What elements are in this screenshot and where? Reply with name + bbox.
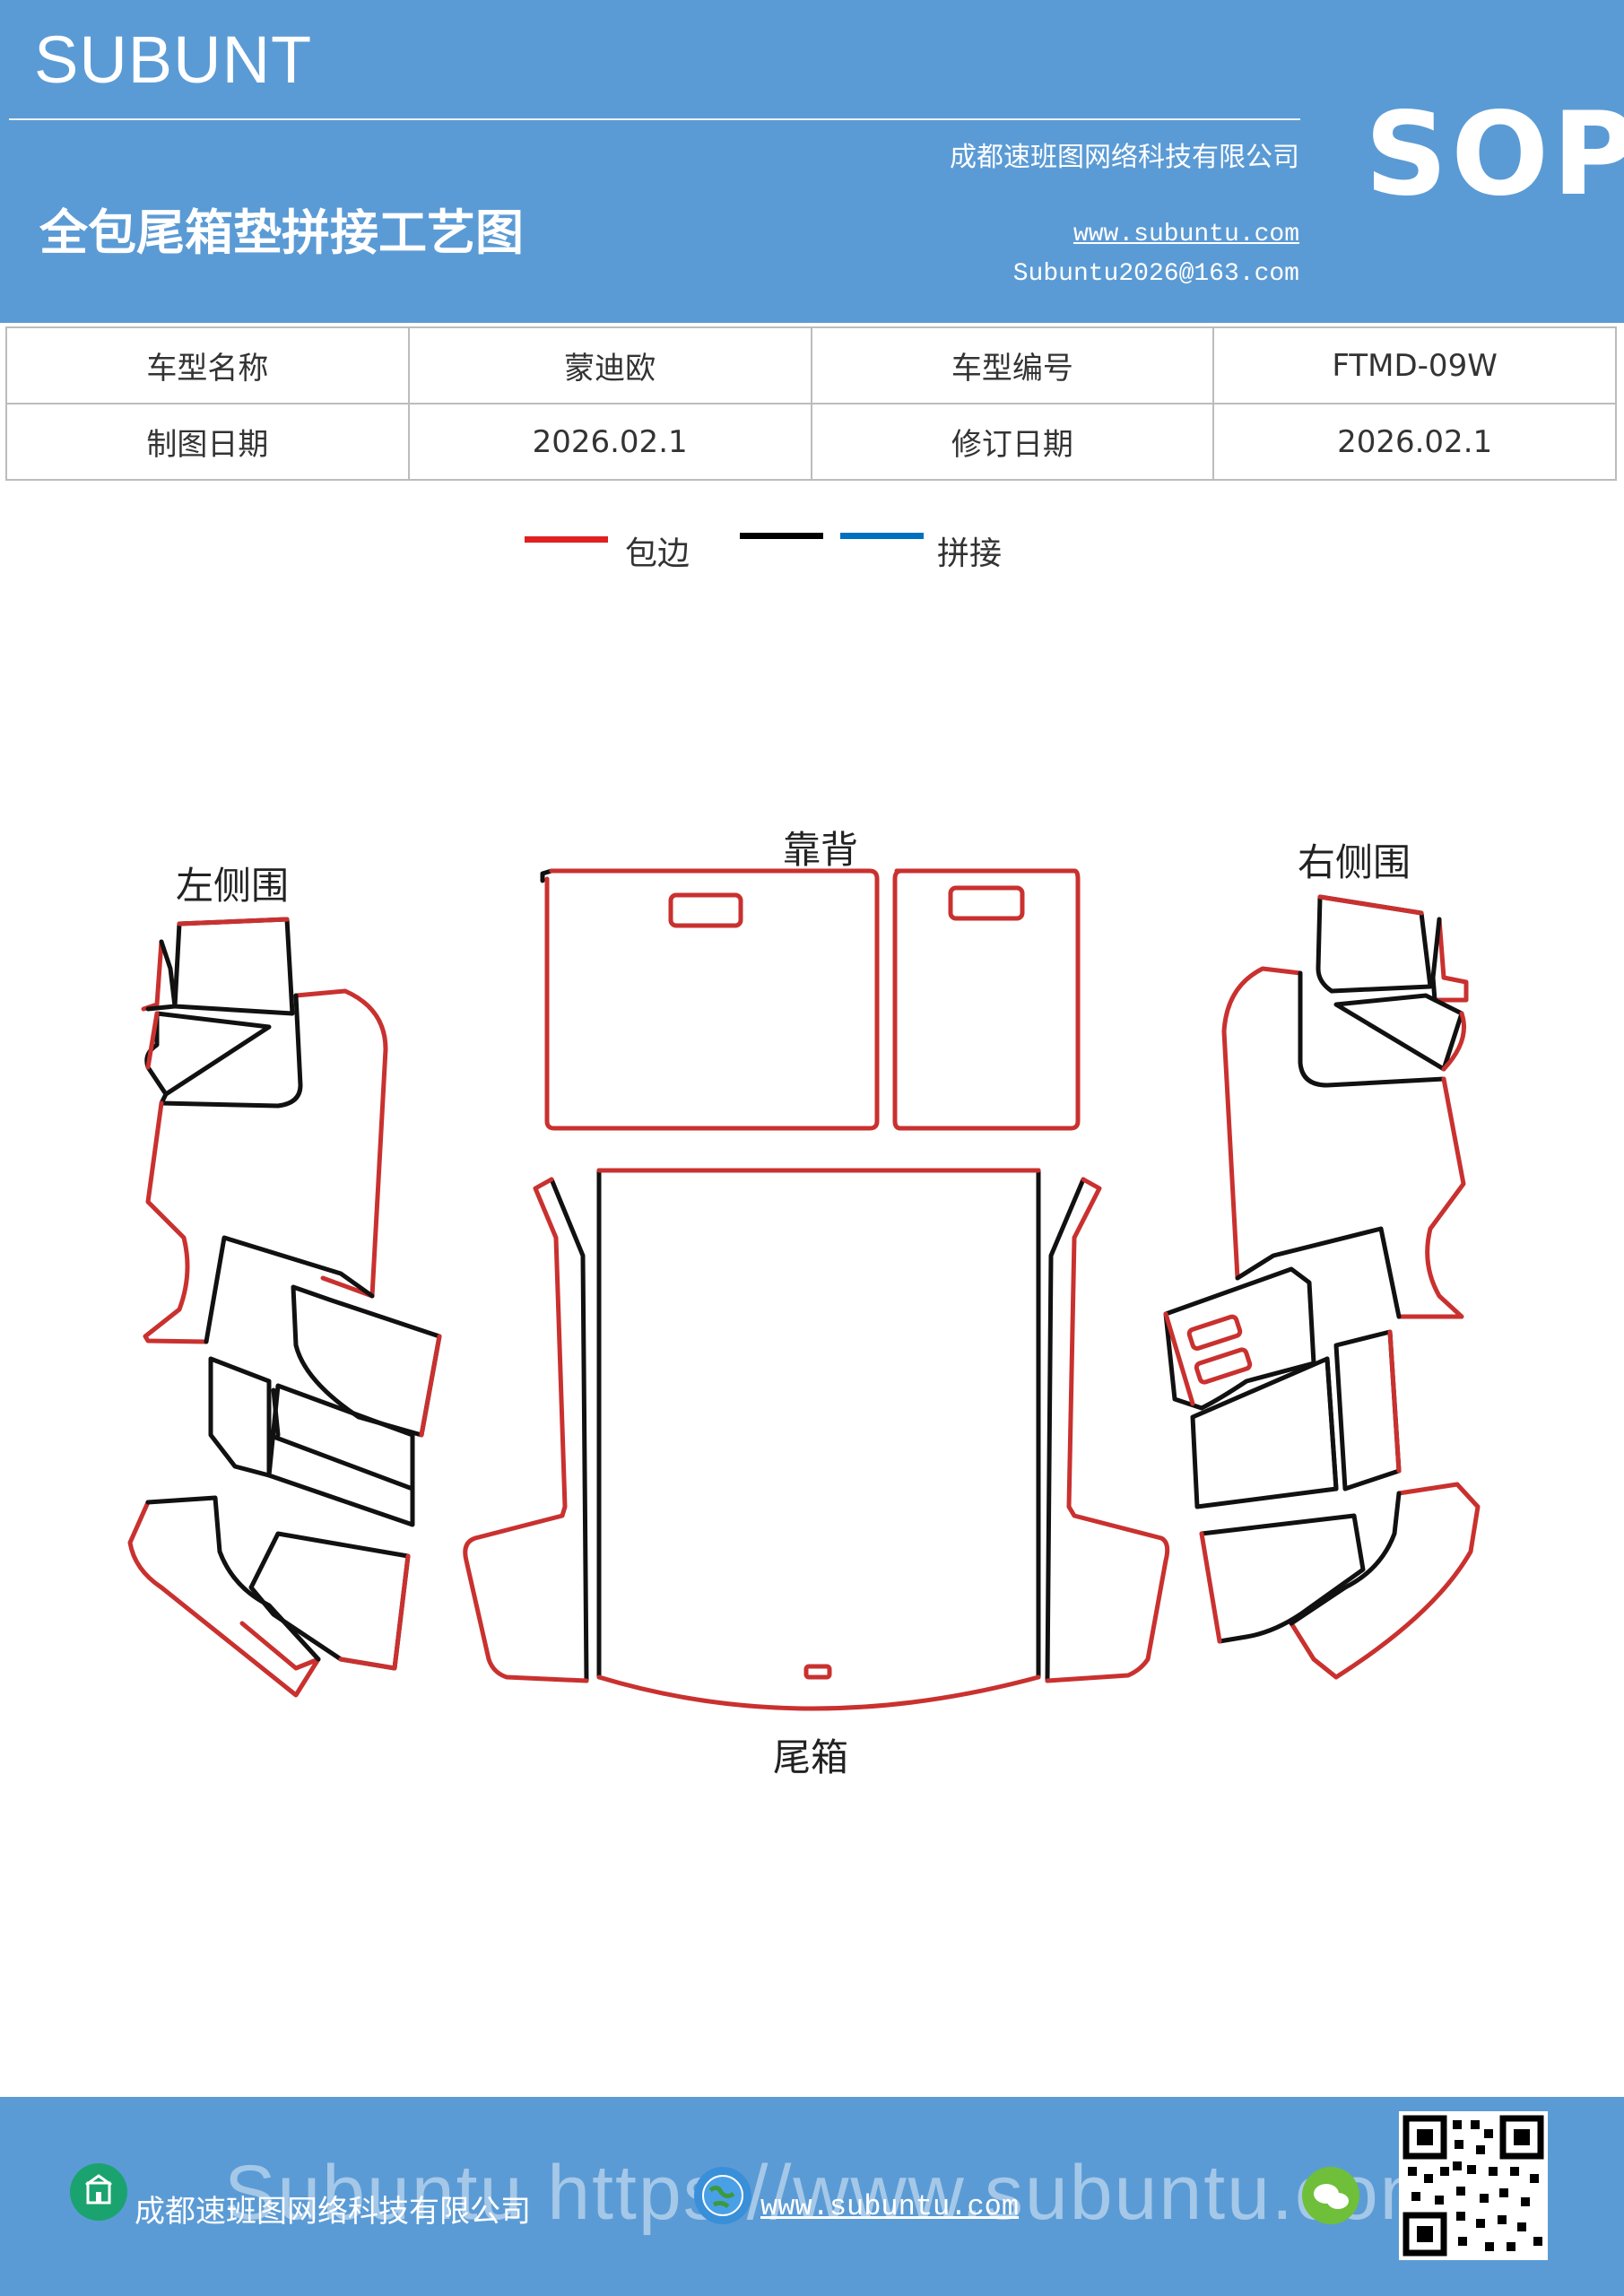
legend-seam-line [740,533,823,539]
footer-company-name: 成都速班图网络科技有限公司 [135,2194,531,2230]
brand-logo: SUBUNT [34,22,313,97]
legend: 包边 拼接 [525,520,1152,574]
revision-date-value: 2026.02.1 [1212,403,1617,481]
trunk-mat-diagram: 左侧围 靠背 右侧围 尾箱 [0,807,1624,1794]
right-side-pieces [1163,894,1481,1680]
trunk-label: 尾箱 [773,1735,849,1779]
table-row: 车型名称 蒙迪欧 车型编号 FTMD-09W [5,326,1617,404]
model-code-label: 车型编号 [810,326,1215,404]
wechat-icon [1302,2167,1359,2224]
page-title: 全包尾箱垫拼接工艺图 [39,204,524,261]
right-side-label: 右侧围 [1298,840,1411,884]
table-row: 制图日期 2026.02.1 修订日期 2026.02.1 [5,403,1617,481]
model-code-value: FTMD-09W [1212,326,1617,404]
header-banner: SUBUNT 全包尾箱垫拼接工艺图 成都速班图网络科技有限公司 www.subu… [0,0,1624,323]
draw-date-label: 制图日期 [5,403,410,481]
trunk-left-wing [463,1177,589,1683]
legend-join-line [840,533,924,539]
footer-watermark: Subuntu https://www.subuntu.com [224,2150,1446,2236]
legend-edge-label: 包边 [625,535,690,572]
model-name-label: 车型名称 [5,326,410,404]
footer-website-link[interactable]: www.subuntu.com [760,2190,1020,2223]
trunk-floor-piece [596,1168,1041,1711]
email-address: Subuntu2026@163.com [1012,260,1299,288]
left-side-label: 左侧围 [176,864,290,908]
mat-pieces-svg [127,868,1481,1711]
header-divider [9,118,1300,120]
backrest-left-piece [540,868,880,1131]
company-icon [70,2163,127,2221]
vehicle-info-table: 车型名称 蒙迪欧 车型编号 FTMD-09W 制图日期 2026.02.1 修订… [5,326,1617,481]
legend-edge-line [525,536,608,543]
company-name: 成都速班图网络科技有限公司 [950,142,1299,173]
footer-banner: Subuntu https://www.subuntu.com 成都速班图网络科… [0,2097,1624,2296]
backrest-label: 靠背 [783,828,859,872]
website-link[interactable]: www.subuntu.com [1073,221,1299,248]
revision-date-label: 修订日期 [810,403,1215,481]
draw-date-value: 2026.02.1 [407,403,812,481]
globe-icon [694,2167,751,2224]
trunk-right-wing [1045,1177,1170,1683]
legend-join-label: 拼接 [937,535,1003,572]
qr-code [1399,2111,1548,2260]
left-side-pieces [127,917,442,1698]
model-name-value: 蒙迪欧 [407,326,812,404]
sop-badge: SOP [1365,88,1624,222]
backrest-right-piece [892,868,1081,1131]
